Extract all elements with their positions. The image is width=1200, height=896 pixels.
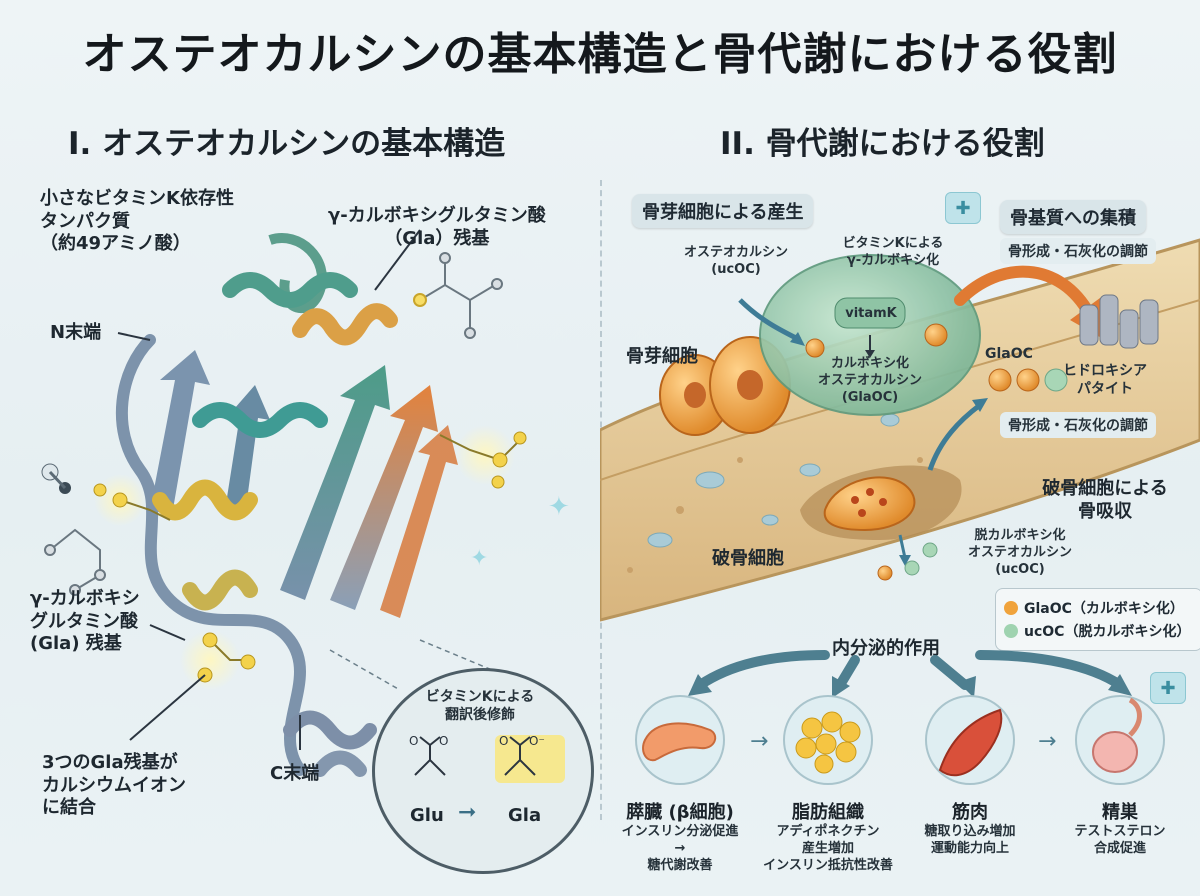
label-osteoblast-production: 骨芽細胞による産生 (632, 194, 814, 228)
legend-item-glaoc: GlaOC（カルボキシ化） (1004, 598, 1194, 618)
medical-kit-icon: ✚ (1150, 672, 1186, 704)
protein-structure-illustration: ✦ ✦ (41, 229, 570, 777)
svg-text:O: O (409, 735, 418, 748)
arrow-to-matrix (954, 265, 1096, 321)
svg-text:O: O (439, 735, 448, 748)
label-osteoblast: 骨芽細胞 (626, 346, 698, 367)
testis-icon (1075, 695, 1165, 785)
svg-text:O: O (499, 735, 508, 748)
inset-title: ビタミンKによる 翻訳後修飾 (425, 689, 535, 724)
label-regulation-top: 骨形成・石灰化の調節 (1000, 238, 1156, 264)
beta-strand-3 (280, 365, 390, 600)
beta-strand-2 (225, 385, 270, 515)
sparkle-icon: ✦ (470, 546, 488, 571)
label-glu: Glu (410, 805, 444, 826)
molecule-model-icon (41, 463, 71, 494)
section-role-heading: II. 骨代謝における役割 (720, 126, 1045, 162)
organ-muscle: 筋肉 糖取り込み増加運動能力向上 (924, 802, 1016, 856)
label-matrix-accumulation: 骨基質への集積 (1000, 200, 1146, 234)
beta-strand-1 (150, 350, 210, 515)
arrow-right-icon: → (750, 729, 768, 754)
molecule-sketch-left (44, 528, 106, 596)
label-endocrine: 内分泌的作用 (832, 638, 940, 659)
beta-strand-4 (330, 385, 438, 610)
backbone-loop (115, 334, 306, 776)
organ-testis: 精巣 テストステロン合成促進 (1074, 802, 1166, 856)
leader-lines (117, 229, 421, 750)
svg-text:O⁻: O⁻ (529, 735, 545, 748)
label-bone-resorption: 破骨細胞による骨吸収 (1042, 478, 1168, 522)
label-ucoc-input: オステオカルシン(ucOC) (683, 245, 788, 277)
label-glaoc-vesicle: カルボキシ化オステオカルシン(GlaOC) (817, 356, 922, 405)
organ-icons: → → (635, 695, 1165, 785)
organ-pancreas: 膵臓 (β細胞) インスリン分泌促進→糖代謝改善 (621, 802, 739, 873)
beta-strand-5 (380, 425, 458, 618)
osteoclast-nuclei (851, 488, 887, 517)
arrow-release (927, 403, 982, 471)
legend-dot-orange (1004, 601, 1018, 615)
alpha-helix-orange (292, 303, 398, 346)
muscle-icon (925, 695, 1015, 785)
pancreas-icon (635, 695, 725, 785)
legend-item-ucoc: ucOC（脱カルボキシ化） (1004, 621, 1194, 641)
label-n-terminus: N末端 (50, 322, 102, 343)
glu-to-gla-structure: O O O O⁻ (409, 735, 565, 783)
label-hydroxyapatite: ヒドロキシアパタイト (1063, 363, 1147, 398)
molecule-sketch-top-right (413, 252, 503, 339)
gla-residue-right (439, 425, 527, 489)
gla-residue-bottom (180, 630, 256, 690)
label-calcium-binding: 3つのGla残基が カルシウムイオン に結合 (42, 752, 186, 818)
section-structure-heading: I. オステオカルシンの基本構造 (68, 126, 506, 162)
bone-metabolism-illustration (600, 238, 1200, 622)
osteoclast-cell (823, 476, 916, 532)
label-gla: Gla (508, 805, 542, 826)
sparkle-icon: ✦ (548, 492, 570, 522)
legend: GlaOC（カルボキシ化） ucOC（脱カルボキシ化） (995, 588, 1200, 651)
label-vitamk: vitamK (845, 306, 897, 321)
legend-dot-green (1004, 624, 1018, 638)
alpha-helix-yellow (152, 479, 258, 611)
arrow-right-icon: → (1038, 729, 1056, 754)
vitamk-box (834, 297, 906, 329)
label-regulation-bottom: 骨形成・石灰化の調節 (1000, 412, 1156, 438)
label-gla-top: γ-カルボキシグルタミン酸 （Gla）残基 (328, 205, 546, 249)
hydroxyapatite-crystals (1079, 294, 1159, 349)
label-osteoclast: 破骨細胞 (712, 548, 784, 569)
bone-pores (647, 413, 900, 548)
alpha-helix-blue (283, 710, 377, 777)
page-title: オステオカルシンの基本構造と骨代謝における役割 (82, 29, 1118, 80)
label-c-terminus: C末端 (270, 763, 320, 784)
label-decarboxylated: 脱カルボキシ化オステオカルシン(ucOC) (967, 528, 1072, 577)
label-intro: 小さなビタミンK依存性 タンパク質 （約49アミノ酸） (40, 188, 234, 254)
gla-residue-left (93, 474, 171, 526)
label-gla-left: γ-カルボキシ グルタミン酸 (Gla) 残基 (30, 588, 140, 654)
arrow-right-icon: ➞ (458, 800, 477, 825)
endocrine-arrows (688, 650, 1132, 698)
medical-kit-icon: ✚ (945, 192, 981, 224)
adipose-icon (783, 695, 873, 785)
organ-adipose: 脂肪組織 アディポネクチン産生増加インスリン抵抗性改善 (763, 802, 893, 873)
alpha-helix-green (192, 272, 358, 438)
label-glaoc: GlaOC (985, 346, 1033, 362)
